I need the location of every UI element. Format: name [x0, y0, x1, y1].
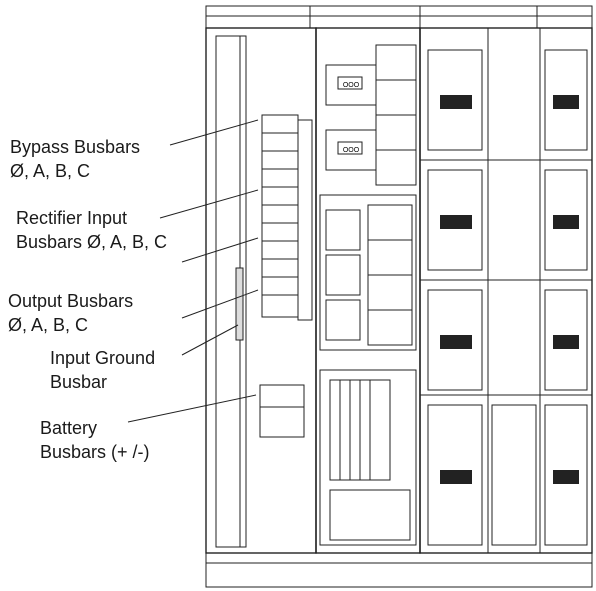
output-busbars-line2: Ø, A, B, C — [8, 315, 89, 335]
right-cabinet — [419, 27, 593, 554]
battery-busbars-line2: Busbars (+ /-) — [40, 442, 150, 462]
rectifier-input-label: Rectifier Input Busbars Ø, A, B, C — [16, 206, 167, 254]
top-frame — [205, 5, 593, 29]
input-ground-busbar — [235, 267, 244, 341]
bypass-busbars-label: Bypass Busbars Ø, A, B, C — [10, 135, 140, 183]
output-busbars-label: Output Busbars Ø, A, B, C — [8, 289, 133, 337]
input-ground-line1: Input Ground — [50, 348, 156, 368]
lower-breaker-label: OOO — [343, 147, 360, 154]
output-busbars-line1: Output Busbars — [8, 291, 134, 311]
battery-busbars-label: Battery Busbars (+ /-) — [40, 416, 150, 464]
power-module — [427, 49, 588, 546]
rectifier-input-line2: Busbars Ø, A, B, C — [16, 232, 168, 252]
busbar-stack — [259, 114, 313, 438]
input-ground-line2: Busbar — [50, 372, 108, 392]
left-cabinet — [205, 27, 317, 554]
battery-busbars-line1: Battery — [40, 418, 98, 438]
base-plinth — [205, 552, 593, 588]
upper-breaker-label: OOO — [343, 82, 360, 89]
bypass-busbars-line2: Ø, A, B, C — [10, 161, 91, 181]
bypass-busbars-line1: Bypass Busbars — [10, 137, 141, 157]
input-ground-busbar-label: Input Ground Busbar — [50, 346, 155, 394]
leader-lines — [127, 119, 259, 423]
rectifier-input-line1: Rectifier Input — [16, 208, 128, 228]
